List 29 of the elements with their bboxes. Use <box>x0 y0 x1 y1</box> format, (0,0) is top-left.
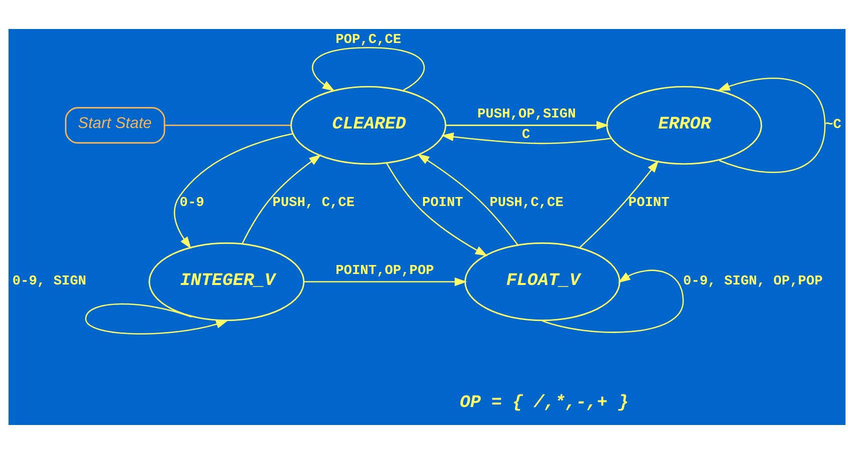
arrow <box>446 120 609 130</box>
arrow <box>242 154 322 244</box>
connector <box>164 124 291 126</box>
node-ellipse: ERROR <box>606 85 762 164</box>
edge-label: PUSH,C,CE <box>490 196 564 211</box>
edge-label: 0-9, SIGN, OP,POP <box>683 274 823 289</box>
edge-label: POP,C,CE <box>336 32 402 48</box>
node-ellipse: FLOAT_V <box>464 242 620 321</box>
label: OP = { /,*,-,+ } <box>460 392 629 412</box>
arrow <box>312 46 425 91</box>
arrow <box>417 153 518 245</box>
arrow <box>386 162 488 256</box>
arrow <box>441 132 612 144</box>
node-ellipse: INTEGER_V <box>148 242 305 321</box>
edge-label: PUSH, C,CE <box>272 196 355 211</box>
arrow <box>718 77 826 172</box>
arrow <box>174 132 293 248</box>
node-box: Start State <box>64 106 166 144</box>
arrow <box>579 160 659 248</box>
edge-label: POINT <box>628 196 670 211</box>
arrow <box>304 276 468 286</box>
arrow <box>85 302 228 334</box>
edge-label: ~C <box>824 117 842 132</box>
edge-label: PUSH,OP,SIGN <box>477 107 576 122</box>
edge-label: POINT <box>422 196 464 211</box>
edge-label: 0-9, SIGN <box>12 274 86 289</box>
edge-label: POINT,OP,POP <box>336 264 434 279</box>
edge-label: C <box>522 128 530 143</box>
edge-label: 0-9 <box>180 196 204 211</box>
